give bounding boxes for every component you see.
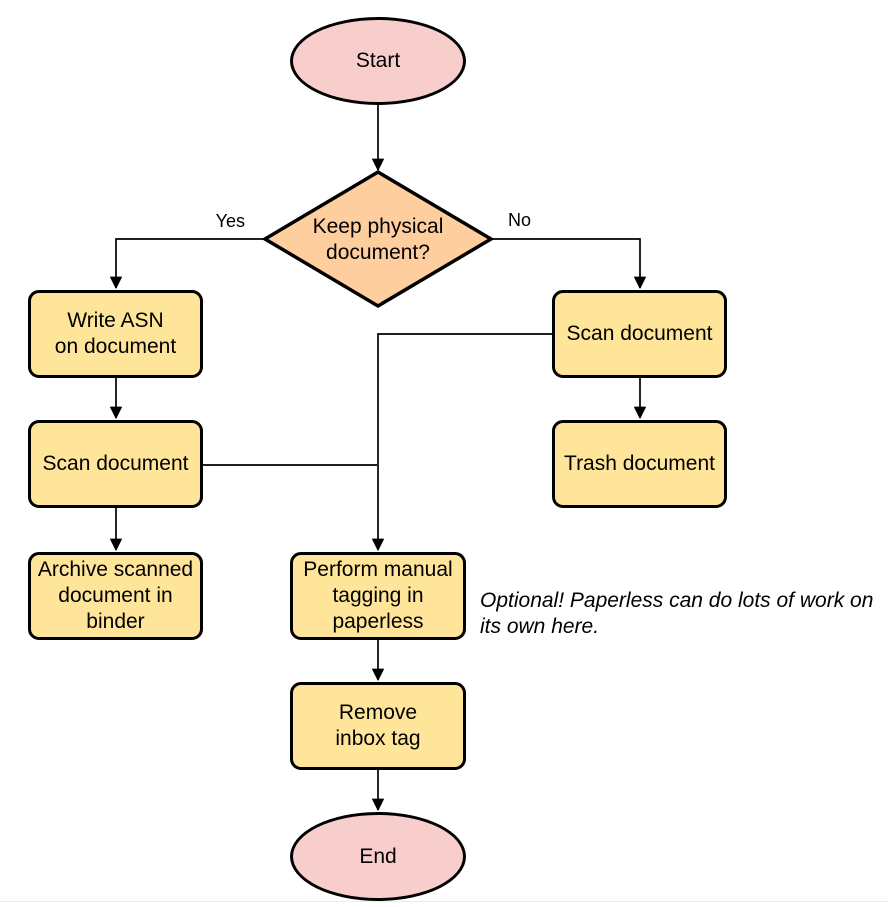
node-end-label: End — [359, 844, 397, 868]
edge-label-no: No — [508, 210, 532, 230]
node-scan-document-left-label: Scan document — [42, 452, 189, 475]
node-end: End — [290, 812, 466, 901]
node-scan-document-right-label: Scan document — [566, 322, 713, 345]
node-manual-tagging: Perform manual tagging in paperless — [290, 552, 466, 640]
node-decision-label: Keep physical document? — [312, 215, 444, 264]
node-archive-in-binder: Archive scanned document in binder — [28, 552, 203, 640]
node-start-label: Start — [355, 49, 401, 72]
node-scan-document-right: Scan document — [552, 290, 727, 378]
node-scan-document-left: Scan document — [28, 420, 203, 508]
edge-label-yes: Yes — [215, 211, 245, 231]
node-write-asn: Write ASN on document — [28, 290, 203, 378]
node-trash-document-label: Trash document — [564, 452, 715, 475]
node-remove-inbox-tag-label: Remove inbox tag — [335, 701, 421, 750]
node-write-asn-label: Write ASN on document — [54, 309, 177, 358]
node-trash-document: Trash document — [552, 420, 727, 508]
page-bottom-border — [0, 901, 888, 902]
edge-decision-no-to-scan-right — [491, 238, 646, 289]
node-archive-in-binder-label: Archive scanned document in binder — [37, 558, 194, 633]
edge-scan-right-to-tagging — [372, 333, 552, 551]
optional-note: Optional! Paperless can do lots of work … — [480, 589, 874, 638]
node-manual-tagging-label: Perform manual tagging in paperless — [303, 558, 453, 633]
decision-node-shape — [261, 169, 495, 309]
node-start: Start — [290, 17, 466, 105]
node-remove-inbox-tag: Remove inbox tag — [290, 682, 466, 770]
edge-decision-yes-to-write-asn — [110, 238, 265, 289]
